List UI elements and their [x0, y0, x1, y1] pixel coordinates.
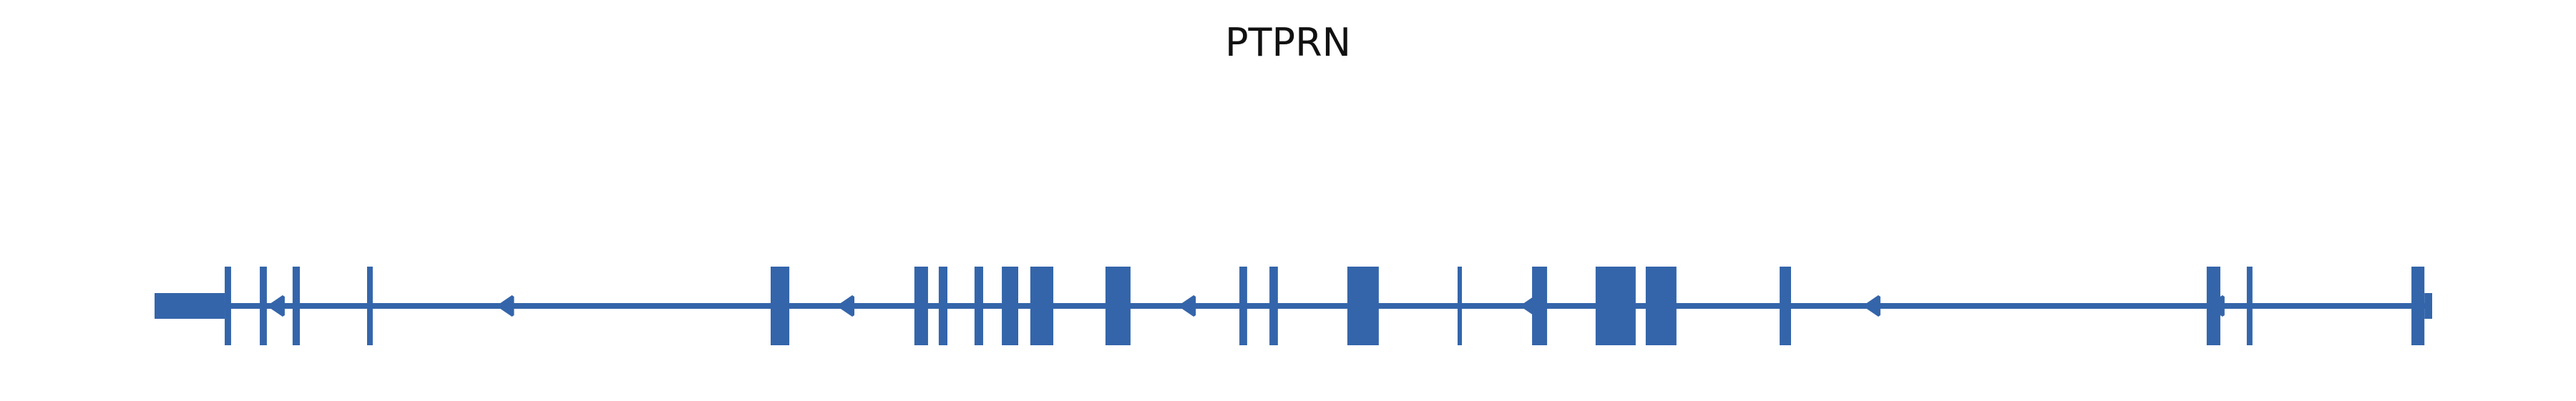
exon-block	[1595, 267, 1636, 345]
strand-arrow-icon	[836, 295, 854, 317]
exon-block	[1002, 267, 1018, 345]
exon-block	[938, 267, 948, 345]
exon-block	[2411, 267, 2425, 345]
gene-title: PTPRN	[1224, 20, 1352, 65]
exon-block	[1347, 267, 1379, 345]
exon-block	[292, 267, 301, 345]
strand-arrow-icon	[1862, 295, 1880, 317]
exon-block	[1030, 267, 1054, 345]
exon-block	[1105, 267, 1131, 345]
exon-block	[1532, 267, 1548, 345]
exon-block	[771, 267, 790, 345]
exon-block	[974, 267, 983, 345]
exon-block	[260, 267, 267, 345]
exon-block	[1457, 267, 1463, 345]
exon-block	[2246, 267, 2253, 345]
utr-block	[2424, 293, 2432, 319]
exon-block	[1269, 267, 1278, 345]
intron-line	[155, 303, 2425, 309]
strand-arrow-icon	[496, 295, 514, 317]
utr-block	[155, 293, 225, 319]
exon-block	[914, 267, 928, 345]
exon-block	[1239, 267, 1247, 345]
exon-block	[1645, 267, 1677, 345]
strand-arrow-icon	[2206, 295, 2225, 317]
exon-block	[1780, 267, 1791, 345]
exon-block	[225, 267, 231, 345]
strand-arrow-icon	[1519, 295, 1538, 317]
exon-block	[366, 267, 373, 345]
strand-arrow-icon	[266, 295, 285, 317]
strand-arrow-icon	[1178, 295, 1196, 317]
